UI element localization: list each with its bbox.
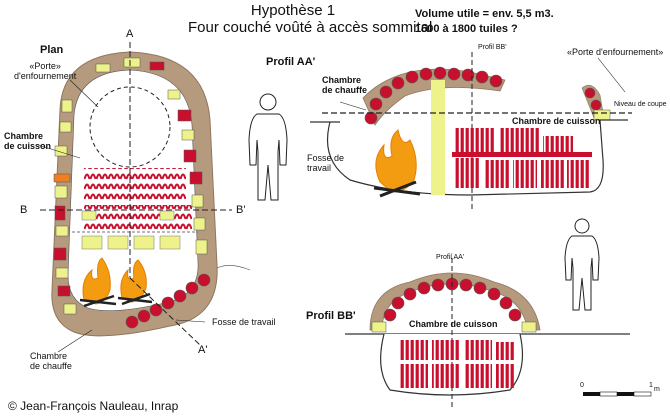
profil-aa-label-chambre-cuisson: Chambre de cuisson: [512, 116, 601, 126]
scale-unit: m: [654, 386, 660, 393]
plan-heading: Plan: [40, 44, 64, 56]
profil-bb-heading: Profil BB': [306, 310, 356, 322]
title-line-2: Four couché voûté à accès sommital: [188, 18, 433, 36]
plan-porte-circle: [89, 86, 171, 168]
profil-bb-tile-stacks: [400, 340, 514, 388]
plan-wall-bricks: [53, 57, 208, 315]
profil-aa-label-chambre-chauffe: Chambre de chauffe: [322, 75, 368, 95]
profil-aa-label-niveau: Niveau de coupe: [614, 101, 667, 108]
profil-aa-fire: [373, 129, 421, 198]
profil-aa-porte-bricks: [584, 87, 602, 111]
axis-b-label: B: [20, 204, 28, 216]
diagram-title: Hypothèse 1 Four couché voûté à accès so…: [188, 2, 433, 36]
plan-label-chambre-chauffe: Chambre de chauffe: [30, 351, 72, 371]
plan-label-chambre-cuisson: Chambre de cuisson: [4, 131, 52, 151]
plan-fire-left: [79, 257, 117, 308]
profil-aa-bb-marker: Profil BB': [478, 44, 507, 51]
profil-aa-heading: Profil AA': [266, 56, 316, 68]
plan-support-blocks: [81, 210, 181, 250]
plan-entrance-arch: [125, 273, 211, 329]
profil-bb-aa-marker: Profil AA': [436, 254, 465, 261]
profil-aa-view: [248, 52, 632, 210]
scale-bar: [583, 391, 652, 397]
credit-line: © Jean-François Nauleau, Inrap: [8, 399, 179, 413]
volume-line-1: Volume utile = env. 5,5 m3.: [415, 8, 554, 20]
axis-b2-label: B': [236, 204, 246, 216]
profil-aa-tile-stacks: [452, 128, 592, 188]
profil-bb-human-figure: [564, 218, 600, 311]
axis-a-label: A: [126, 28, 134, 40]
profil-aa-vault-bricks: [364, 66, 503, 125]
scale-one: 1: [649, 382, 653, 389]
volume-line-2: 1600 à 1800 tuiles ?: [415, 22, 518, 35]
plan-label-fosse: Fosse de travail: [212, 317, 276, 327]
axis-a2-label: A': [198, 344, 208, 356]
plan-label-porte: «Porte» d'enfournement: [14, 61, 77, 81]
title-line-1: Hypothèse 1: [250, 2, 336, 19]
profil-bb-view: [345, 218, 630, 410]
plan-view: [37, 42, 251, 353]
volume-note: Volume utile = env. 5,5 m3. 1600 à 1800 …: [415, 7, 554, 37]
profil-bb-label-chambre-cuisson: Chambre de cuisson: [409, 319, 498, 329]
profil-aa-label-porte: «Porte d'enfournement»: [567, 47, 664, 57]
plan-tile-rows-top: [84, 168, 186, 200]
scale-zero: 0: [580, 382, 584, 389]
profil-bb-dome-bricks: [383, 277, 522, 322]
profil-aa-yellow-column: [431, 80, 445, 195]
profil-aa-label-fosse: Fosse de travail: [307, 153, 345, 173]
profil-aa-human-figure: [248, 93, 288, 201]
plan-tile-rows-mid: [84, 205, 192, 233]
